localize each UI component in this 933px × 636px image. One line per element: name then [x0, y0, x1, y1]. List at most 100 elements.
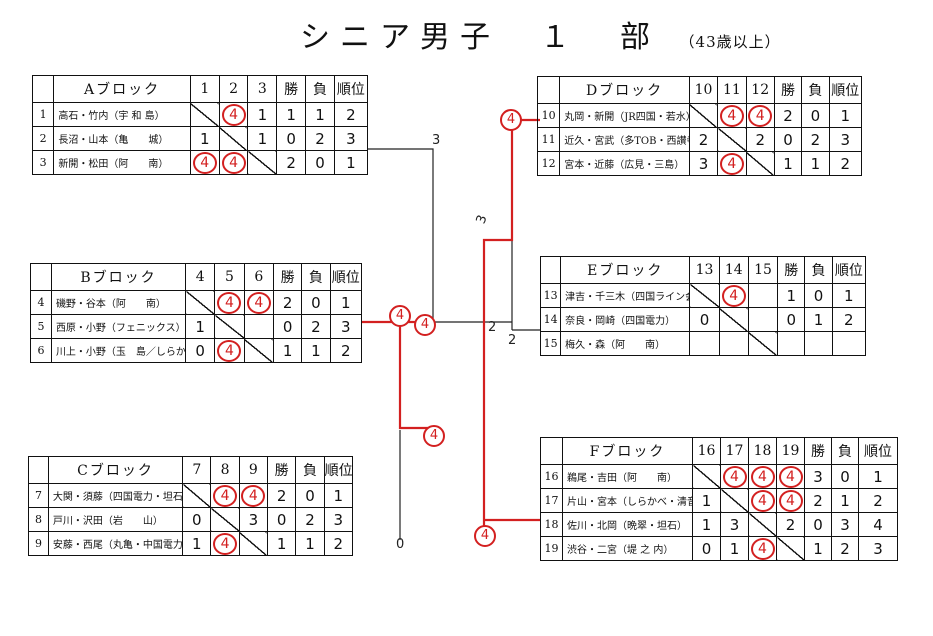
losses-label: 負 — [295, 456, 325, 484]
block-name: Eブロック — [560, 256, 691, 284]
stat-rank: 3 — [323, 507, 354, 532]
col-header: 16 — [692, 437, 721, 465]
score-cell-win: 4 — [243, 290, 274, 315]
win-circle: 4 — [221, 103, 246, 126]
score-cell: 3 — [238, 507, 269, 532]
score-value: 1 — [192, 534, 202, 553]
row-number: 16 — [540, 464, 563, 489]
wins-value: 2 — [276, 486, 287, 505]
stat-losses: 0 — [804, 283, 833, 308]
stat-losses: 1 — [831, 488, 859, 513]
header-blank — [536, 76, 561, 104]
win-circle: 4 — [241, 484, 266, 507]
col-header: 9 — [238, 456, 269, 484]
wins-label: 勝 — [272, 263, 303, 291]
losses-value: 2 — [315, 129, 325, 148]
team-name: 梅久・森（阿 南） — [560, 331, 691, 356]
header-blank — [539, 256, 562, 284]
losses-value: 2 — [311, 317, 321, 336]
rank-value: 1 — [873, 467, 883, 486]
score-cell: 3 — [720, 512, 749, 537]
block-e-table: Eブロック131415勝負順位13津吉・千三木（四国ライン会／にきたつ）4101… — [539, 256, 867, 356]
rank-label: 順位 — [329, 263, 363, 291]
rank-value: 2 — [333, 534, 344, 553]
self-match-cell — [692, 464, 721, 489]
wins-value: 1 — [286, 105, 296, 124]
row-number: 14 — [539, 307, 562, 332]
score-cell-win: 4 — [748, 464, 777, 489]
row-number: 6 — [30, 338, 52, 363]
wins-label: 勝 — [777, 256, 806, 284]
rank-value: 1 — [844, 286, 854, 305]
stat-wins: 1 — [773, 151, 803, 176]
col-header: 13 — [689, 256, 720, 284]
score-cell: 0 — [182, 507, 212, 532]
title-sub: （43歳以上） — [679, 33, 781, 51]
col-header: 3 — [247, 75, 278, 103]
team-name: 西原・小野（フェニックス） — [50, 314, 187, 339]
wins-value: 0 — [813, 515, 823, 534]
wins-value: 2 — [783, 106, 793, 125]
score-cell: 1 — [189, 126, 220, 151]
stat-losses: 2 — [295, 507, 325, 532]
row-number: 3 — [31, 150, 55, 175]
score-cell: 1 — [247, 102, 278, 127]
score-cell-win: 4 — [776, 464, 805, 489]
wins-label: 勝 — [804, 437, 832, 465]
score-cell: 0 — [689, 307, 720, 332]
block-name: Fブロック — [562, 437, 693, 465]
col-header: 2 — [218, 75, 249, 103]
header-blank — [31, 75, 55, 103]
score-cell-win: 4 — [720, 464, 749, 489]
bracket-score-d: 4 — [500, 109, 522, 131]
score-cell: 0 — [184, 338, 216, 363]
wins-value: 1 — [813, 539, 823, 558]
win-circle: 4 — [750, 465, 775, 488]
rank-label: 順位 — [828, 76, 863, 104]
stat-rank: 1 — [858, 464, 898, 489]
score-cell-win: 4 — [748, 488, 777, 513]
col-header: 1 — [189, 75, 220, 103]
wins-value: 3 — [813, 467, 823, 486]
row-number: 7 — [28, 483, 49, 508]
losses-label: 負 — [305, 75, 335, 103]
losses-value: 1 — [305, 534, 315, 553]
stat-rank: 1 — [329, 290, 363, 315]
stat-rank: 3 — [858, 536, 898, 561]
rank-value: 1 — [840, 106, 851, 125]
team-name: 大関・須藤（四国電力・坦石） — [47, 483, 184, 508]
score-cell-win: 4 — [718, 283, 749, 308]
losses-value: 2 — [305, 510, 315, 529]
col-header: 7 — [182, 456, 212, 484]
win-circle: 4 — [213, 532, 238, 555]
wins-value: 0 — [783, 130, 793, 149]
stat-wins: 0 — [267, 507, 297, 532]
row-number: 18 — [540, 512, 563, 537]
block-name: Cブロック — [47, 456, 184, 484]
score-value: 3 — [698, 154, 709, 173]
stat-wins: 0 — [804, 512, 832, 537]
score-cell-win: 4 — [210, 483, 240, 508]
row-number: 11 — [536, 127, 561, 152]
stat-wins: 2 — [773, 103, 803, 128]
bracket-score-c-mid: 4 — [423, 425, 445, 447]
score-value: 0 — [195, 341, 205, 360]
rank-value: 3 — [333, 510, 344, 529]
stat-losses — [804, 331, 833, 356]
score-cell-win: 4 — [745, 103, 775, 128]
score-value: 1 — [257, 129, 268, 148]
row-number: 2 — [31, 126, 55, 151]
stat-wins: 1 — [272, 338, 303, 363]
team-name: 奈良・岡崎（四国電力） — [560, 307, 691, 332]
win-circle: 4 — [722, 465, 747, 488]
stat-rank: 1 — [323, 483, 354, 508]
wins-value: 0 — [282, 317, 293, 336]
col-header: 19 — [776, 437, 805, 465]
title-main: シニア男子 １ 部 — [300, 20, 660, 55]
